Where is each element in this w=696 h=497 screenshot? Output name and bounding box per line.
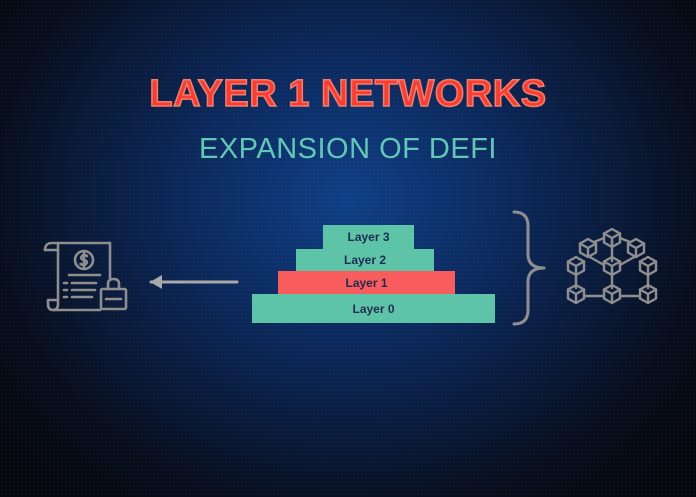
right-curly-brace-icon [512, 210, 546, 326]
blockchain-cubes-icon [566, 228, 658, 305]
layer-1-block: Layer 1 [278, 271, 455, 294]
layer-2-block: Layer 2 [296, 249, 434, 271]
page-subtitle: EXPANSION OF DEFI [198, 133, 497, 165]
arrow-left-icon [149, 275, 239, 289]
secured-financial-document-icon [43, 241, 128, 312]
layer-2-label: Layer 2 [343, 253, 387, 267]
layer-1-label: Layer 1 [345, 275, 388, 290]
layer-3-label: Layer 3 [347, 230, 390, 244]
page-title: LAYER 1 NETWORKS [149, 72, 547, 116]
layer-0-block: Layer 0 [252, 294, 495, 323]
layer-0-label: Layer 0 [352, 301, 395, 316]
layer-3-block: Layer 3 [323, 225, 414, 249]
